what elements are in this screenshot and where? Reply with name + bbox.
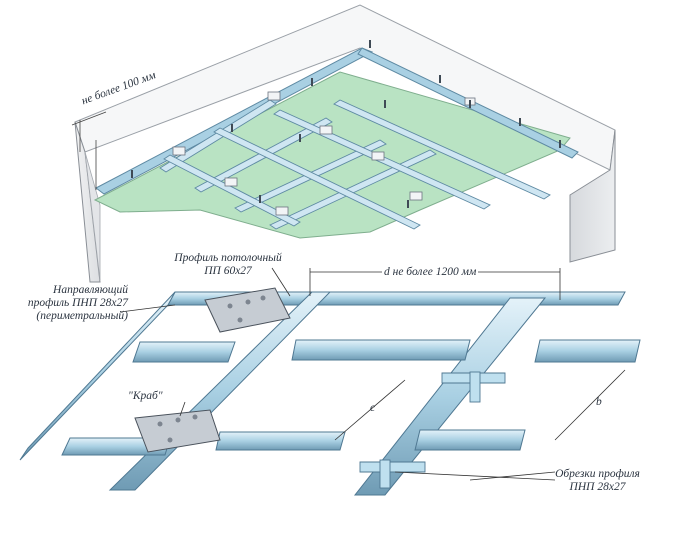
crab-label: "Краб" xyxy=(128,390,163,402)
crab-connectors xyxy=(134,287,291,453)
guide-profile-label-line1: Направляющий xyxy=(53,284,128,296)
ceiling-profile-label-line2: ПП 60х27 xyxy=(204,265,252,277)
offcuts-label: Обрезки профиля ПНП 28х27 xyxy=(530,468,665,494)
ceiling-profile-label-line1: Профиль потолочный xyxy=(174,252,282,264)
ceiling-room-view xyxy=(71,4,616,283)
cross-ceiling-profiles xyxy=(61,339,641,456)
guide-profile-label-line3: (периметральный) xyxy=(36,310,128,322)
dimension-lines xyxy=(119,267,626,481)
dim-b-label: b xyxy=(596,396,602,408)
gypsum-board xyxy=(93,71,571,239)
left-wall-face xyxy=(84,151,101,281)
offcuts-label-line1: Обрезки профиля xyxy=(555,468,640,480)
guide-profile-label: Направляющий профиль ПНП 28х27 (периметр… xyxy=(2,284,128,323)
ceiling-profile-label: Профиль потолочный ПП 60х27 xyxy=(158,252,298,278)
offcuts-label-line2: ПНП 28х27 xyxy=(569,481,626,493)
dim-c-label: c xyxy=(370,402,376,414)
crab-holes xyxy=(157,295,266,443)
right-wall xyxy=(569,129,616,263)
top-spacing-dimension xyxy=(71,111,107,190)
profile-offcuts xyxy=(359,371,506,489)
left-wall xyxy=(74,121,101,283)
guide-profile-label-line2: профиль ПНП 28х27 xyxy=(27,297,128,309)
frame-detail-view xyxy=(19,267,641,496)
spacing-d-label: d не более 1200 мм xyxy=(382,266,479,279)
top-hangers xyxy=(131,40,561,208)
